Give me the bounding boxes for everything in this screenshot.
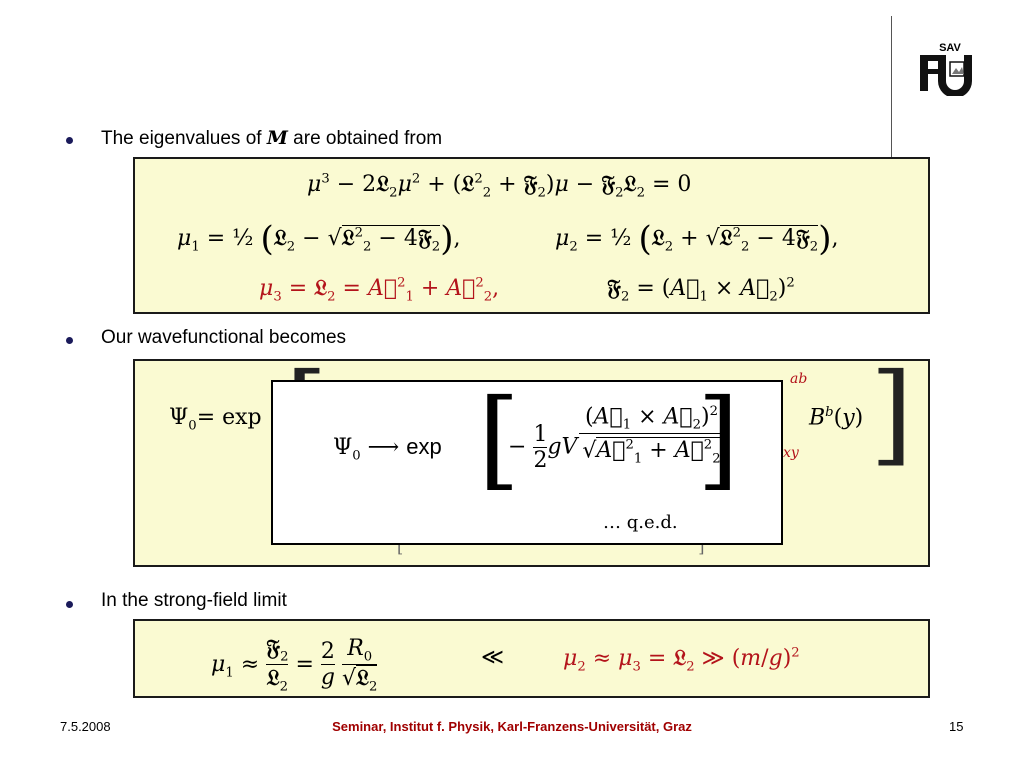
svg-text:SAV: SAV xyxy=(939,42,961,54)
bullet-strong-field: In the strong-field limit xyxy=(101,590,287,611)
psi0-exp-partial: Ψ0= exp xyxy=(169,405,262,434)
much-less-than: ≪ xyxy=(481,645,505,670)
popup-right-bracket: ] xyxy=(697,377,740,502)
cubic-equation: μ3 − 2𝔏2μ2 + (𝔏22 + 𝔉2)μ − 𝔉2𝔏2 = 0 xyxy=(307,171,692,201)
bullet-marker xyxy=(66,337,73,344)
bullet-marker xyxy=(66,137,73,144)
sav-logo: SAV xyxy=(914,40,986,98)
b-of-y: Bb(y) xyxy=(809,405,864,431)
right-bracket: ] xyxy=(870,349,913,477)
subscript-xy: xy xyxy=(783,445,799,461)
superscript-ab: ab xyxy=(790,371,808,387)
mu2-formula: μ2 = ½ (𝔏2 + √𝔏22 − 4𝔉2), xyxy=(555,219,839,259)
header-divider xyxy=(891,16,892,164)
popup-fraction: (A⃗1 × A⃗2)2 √A⃗21 + A⃗22 xyxy=(579,404,724,466)
bullet-eigenvalues: The eigenvalues of M are obtained from xyxy=(101,127,443,149)
bullet-marker xyxy=(66,601,73,608)
mu2-mu3-approx: μ2 ≈ μ3 = 𝔏2 ≫ (m/g)2 xyxy=(563,645,800,675)
equation-box-eigenvalues: μ3 − 2𝔏2μ2 + (𝔏22 + 𝔉2)μ − 𝔉2𝔏2 = 0 μ1 =… xyxy=(133,157,930,314)
psi0-limit: Ψ0 ⟶ exp xyxy=(333,434,442,464)
footer-title: Seminar, Institut f. Physik, Karl-Franze… xyxy=(332,719,692,734)
bullet-wavefunctional: Our wavefunctional becomes xyxy=(101,327,347,348)
popup-left-bracket: [ xyxy=(478,377,521,502)
f2-formula: 𝔉2 = (A⃗1 × A⃗2)2 xyxy=(607,275,795,305)
mu1-formula: μ1 = ½ (𝔏2 − √𝔏22 − 4𝔉2), xyxy=(177,219,461,259)
footer-date: 7.5.2008 xyxy=(60,719,111,734)
footer-page-number: 15 xyxy=(949,719,964,734)
qed-text: … q.e.d. xyxy=(603,512,678,533)
mu3-formula: μ3 = 𝔏2 = A⃗21 + A⃗22, xyxy=(259,275,500,305)
